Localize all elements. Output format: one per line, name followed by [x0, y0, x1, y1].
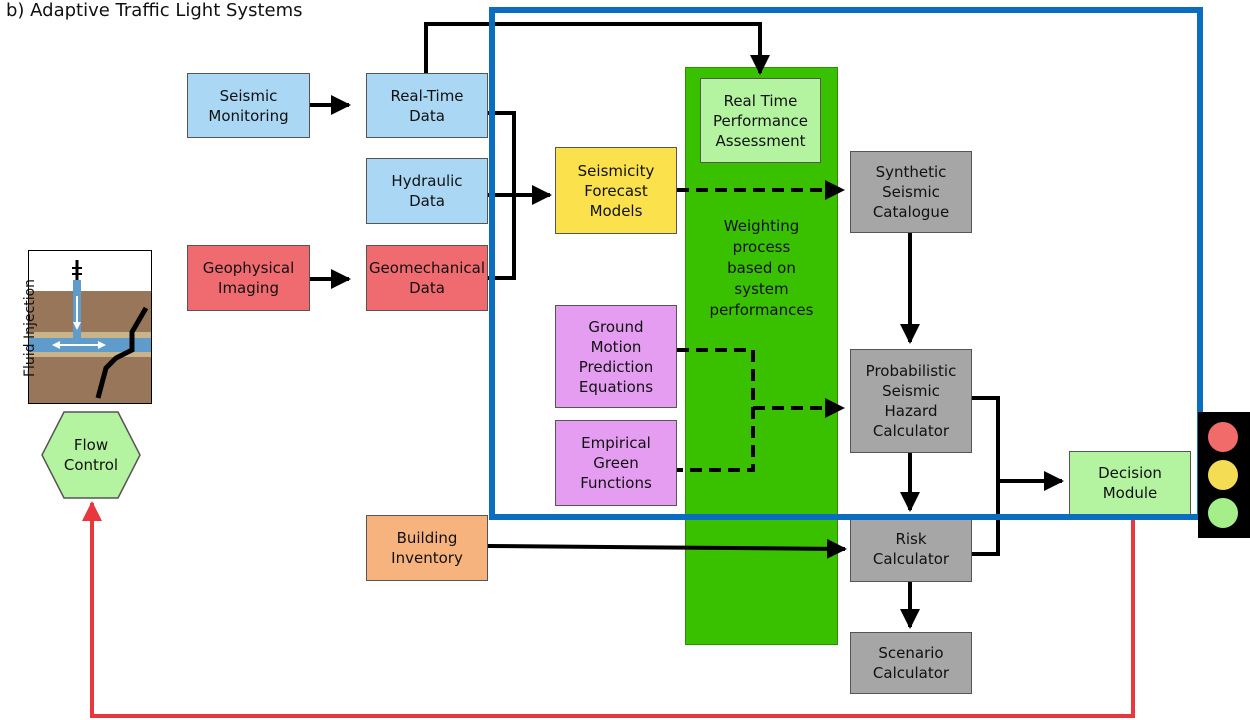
arrow-feedback-to-flow-control: [82, 501, 1135, 718]
psha-box: Probabilistic Seismic Hazard Calculator: [850, 349, 972, 453]
traffic-light: [1198, 412, 1250, 538]
geomechanical-data-box: Geomechanical Data: [366, 245, 488, 311]
seismicity-forecast-box: Seismicity Forecast Models: [555, 147, 677, 234]
green-light-icon: [1208, 498, 1238, 528]
arrow-realtime-to-rtpa: [424, 22, 770, 77]
decision-module-box: Decision Module: [1069, 451, 1191, 515]
hydraulic-data-box: Hydraulic Data: [366, 158, 488, 224]
red-light-icon: [1208, 422, 1238, 452]
gmpe-box: Ground Motion Prediction Equations: [555, 305, 677, 408]
geophysical-imaging-box: Geophysical Imaging: [187, 245, 310, 311]
adaptive-system-frame: [489, 7, 1203, 520]
diagram-title: b) Adaptive Traffic Light Systems: [6, 0, 303, 21]
risk-calculator-box: Risk Calculator: [850, 516, 972, 582]
seismic-monitoring-box: Seismic Monitoring: [187, 73, 310, 138]
bus-geomechanical: [488, 193, 516, 280]
rt-performance-assessment-box: Real Time Performance Assessment: [700, 78, 821, 163]
weighting-process-label: Weighting process based on system perfor…: [709, 217, 814, 319]
arrow-inventory-to-risk: [487, 538, 847, 559]
flow-control-hexagon: [41, 411, 141, 499]
building-inventory-box: Building Inventory: [366, 515, 488, 581]
scenario-calculator-box: Scenario Calculator: [850, 632, 972, 694]
connector-psha-out: [972, 396, 1000, 556]
synthetic-catalogue-box: Synthetic Seismic Catalogue: [850, 151, 972, 233]
flow-control-label: Flow Control: [63, 436, 119, 474]
bus-realtime: [488, 111, 516, 193]
fluid-injection-illustration: [28, 250, 152, 404]
empirical-green-functions-box: Empirical Green Functions: [555, 420, 677, 506]
real-time-data-box: Real-Time Data: [366, 73, 488, 138]
yellow-light-icon: [1208, 460, 1238, 490]
fluid-injection-label: Fluid Injection: [22, 278, 38, 378]
